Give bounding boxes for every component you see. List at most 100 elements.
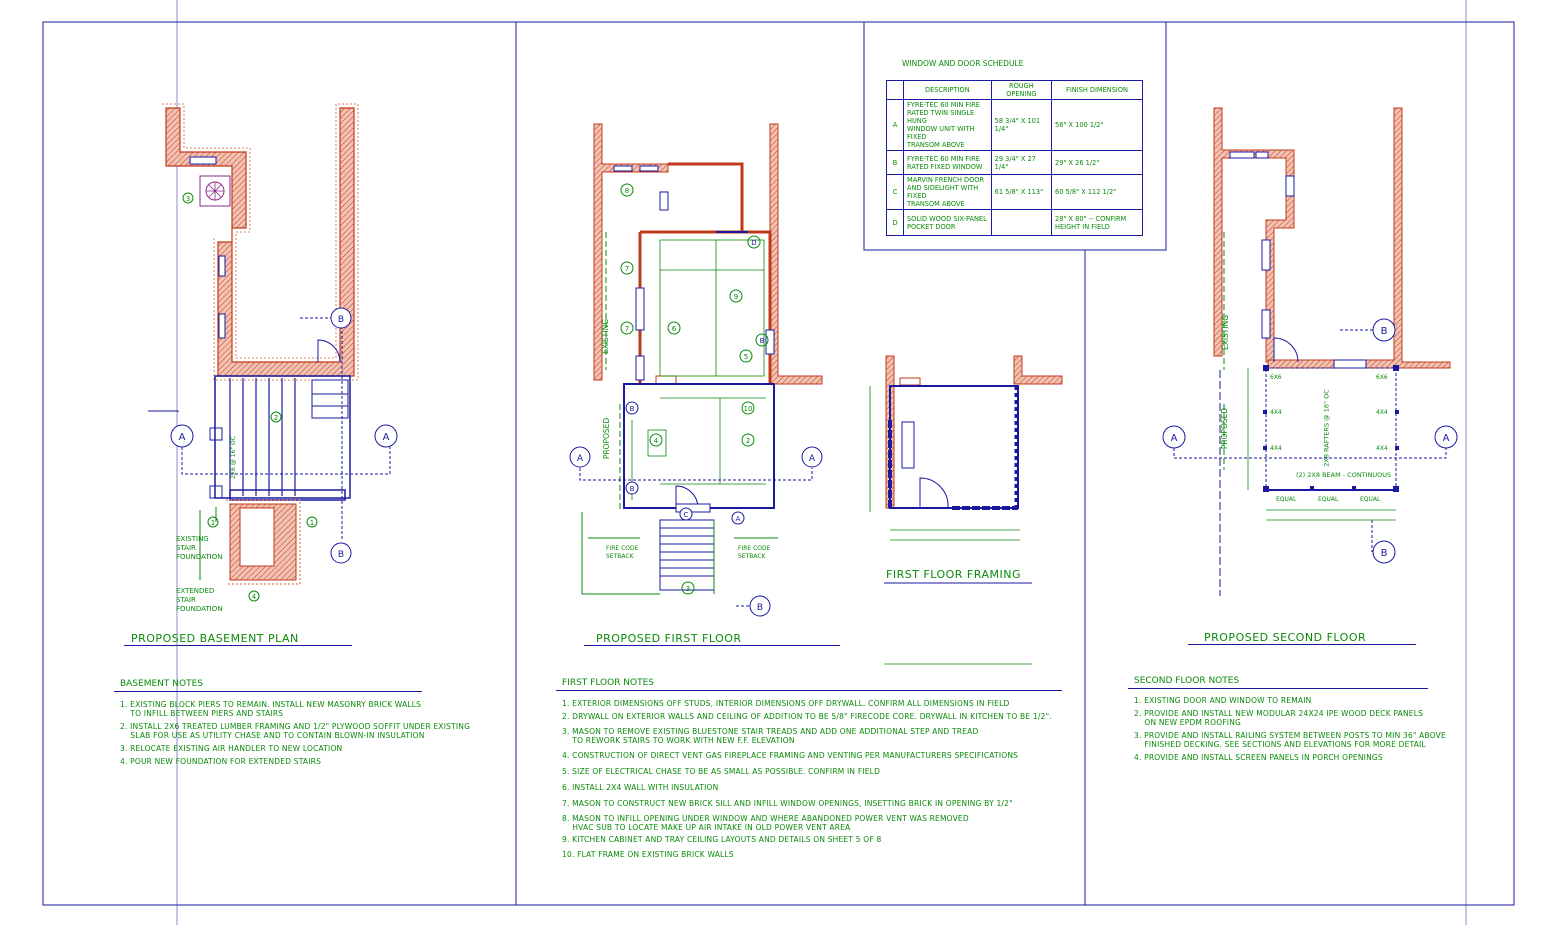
- schedule-header-finish: FINISH DIMENSION: [1051, 80, 1143, 100]
- note-line: TO REWORK STAIRS TO WORK WITH NEW F.F. E…: [562, 736, 795, 745]
- svg-text:C: C: [684, 511, 689, 519]
- first-floor-notes-list: 1. EXTERIOR DIMENSIONS OFF STUDS, INTERI…: [562, 699, 1052, 859]
- note-line: 2. INSTALL 2X6 TREATED LUMBER FRAMING AN…: [120, 722, 471, 731]
- post-label-2: 6X6: [1376, 374, 1388, 381]
- note-line: 3. PROVIDE AND INSTALL RAILING SYSTEM BE…: [1134, 731, 1446, 740]
- basement-notes-list: 1. EXISTING BLOCK PIERS TO REMAIN. INSTA…: [120, 700, 470, 766]
- svg-text:A: A: [1443, 433, 1450, 444]
- svg-text:6: 6: [672, 325, 677, 333]
- basement-title: PROPOSED BASEMENT PLAN: [131, 632, 299, 645]
- note-line: 3. MASON TO REMOVE EXISTING BLUESTONE ST…: [562, 727, 979, 736]
- fire-code-setback-left: FIRE CODE SETBACK: [606, 545, 639, 560]
- note-line: 4. PROVIDE AND INSTALL SCREEN PANELS IN …: [1134, 753, 1383, 762]
- sheet-borders: [42, 0, 1515, 925]
- equal-label-2: EQUAL: [1318, 496, 1339, 503]
- schedule-title: WINDOW AND DOOR SCHEDULE: [902, 59, 1024, 68]
- second-floor-title-underline: [1188, 644, 1416, 645]
- second-floor-wall: [1213, 107, 1295, 363]
- svg-text:B: B: [338, 550, 344, 560]
- schedule-finish: 28" X 80" -- CONFIRM HEIGHT IN FIELD: [1051, 209, 1143, 236]
- post-label-6: 4X4: [1376, 445, 1388, 452]
- beam-label: (2) 2X8 BEAM - CONTINUOUS: [1296, 471, 1392, 479]
- first-floor-notes-title: FIRST FLOOR NOTES: [562, 678, 655, 688]
- second-floor-title: PROPOSED SECOND FLOOR: [1204, 631, 1367, 644]
- basement-title-underline: [124, 645, 352, 646]
- svg-text:A: A: [577, 454, 584, 464]
- note-line: 2. PROVIDE AND INSTALL NEW MODULAR 24X24…: [1134, 709, 1424, 718]
- svg-text:7: 7: [625, 265, 629, 273]
- framing-title: FIRST FLOOR FRAMING: [886, 568, 1021, 581]
- note-line: TO INFILL BETWEEN PIERS AND STAIRS: [120, 709, 284, 718]
- fire-code-setback-right: FIRE CODE SETBACK: [738, 545, 771, 560]
- first-floor-framing: [869, 355, 1063, 665]
- basement-wall: [165, 107, 355, 377]
- svg-text:4: 4: [252, 593, 257, 601]
- post-label-5: 4X4: [1270, 445, 1282, 452]
- svg-text:4: 4: [654, 437, 659, 445]
- note-line: 4. CONSTRUCTION OF DIRECT VENT GAS FIREP…: [562, 751, 1019, 760]
- schedule-header-rough: ROUGH OPENING: [990, 80, 1053, 100]
- svg-text:2: 2: [274, 414, 278, 422]
- svg-text:7: 7: [625, 325, 629, 333]
- svg-text:B: B: [630, 485, 635, 493]
- svg-text:A: A: [809, 454, 816, 464]
- svg-text:3: 3: [686, 585, 690, 593]
- note-line: 6. INSTALL 2X4 WALL WITH INSULATION: [562, 783, 719, 792]
- schedule-finish: 29" X 26 1/2": [1051, 150, 1143, 175]
- note-line: 1. EXTERIOR DIMENSIONS OFF STUDS, INTERI…: [562, 699, 1010, 708]
- schedule-rough: 58 3/4" X 101 1/4": [990, 99, 1053, 151]
- post-label-3: 4X4: [1270, 409, 1282, 416]
- schedule-header-row: DESCRIPTION ROUGH OPENING FINISH DIMENSI…: [886, 80, 1143, 100]
- basement-stair-label-2: EXTENDED STAIR FOUNDATION: [176, 587, 223, 613]
- note-line: 4. POUR NEW FOUNDATION FOR EXTENDED STAI…: [120, 757, 322, 766]
- note-line: 2. DRYWALL ON EXTERIOR WALLS AND CEILING…: [562, 712, 1052, 721]
- post-label-4: 4X4: [1376, 409, 1388, 416]
- note-line: 10. FLAT FRAME ON EXISTING BRICK WALLS: [562, 850, 734, 859]
- first-floor-existing-label: EXISTING: [601, 318, 611, 355]
- schedule-finish: 56" X 100 1/2": [1051, 99, 1143, 151]
- note-line: HVAC SUB TO LOCATE MAKE UP AIR INTAKE IN…: [562, 823, 851, 832]
- schedule-key: A: [886, 99, 904, 151]
- post-label-1: 6X6: [1270, 374, 1282, 381]
- svg-text:A: A: [1171, 433, 1178, 444]
- second-floor-notes-underline: [1128, 688, 1428, 689]
- basement-stair-label-1: EXISTING STAIR FOUNDATION: [176, 535, 223, 561]
- note-line: 1. EXISTING DOOR AND WINDOW TO REMAIN: [1134, 696, 1312, 705]
- svg-text:B: B: [630, 405, 635, 413]
- second-floor-notes-title: SECOND FLOOR NOTES: [1134, 676, 1240, 686]
- svg-text:10: 10: [744, 405, 753, 413]
- svg-text:8: 8: [625, 187, 629, 195]
- first-floor-title: PROPOSED FIRST FLOOR: [596, 632, 742, 645]
- basement-plan: A A B B 3 1 1 4 2: [148, 103, 398, 602]
- note-line: 7. MASON TO CONSTRUCT NEW BRICK SILL AND…: [562, 799, 1013, 808]
- note-line: 3. RELOCATE EXISTING AIR HANDLER TO NEW …: [120, 744, 343, 753]
- note-line: 8. MASON TO INFILL OPENING UNDER WINDOW …: [562, 814, 969, 823]
- svg-text:1: 1: [310, 519, 314, 527]
- schedule-key: B: [886, 150, 904, 175]
- note-line: 1. EXISTING BLOCK PIERS TO REMAIN. INSTA…: [120, 700, 422, 709]
- basement-notes-underline: [114, 691, 422, 692]
- second-floor-existing-label: EXISTING: [1221, 314, 1231, 351]
- note-line: 5. SIZE OF ELECTRICAL CHASE TO BE AS SMA…: [562, 767, 881, 776]
- note-line: FINISHED DECKING. SEE SECTIONS AND ELEVA…: [1134, 740, 1426, 749]
- svg-text:A: A: [179, 432, 186, 443]
- svg-text:2: 2: [746, 437, 750, 445]
- schedule-key: C: [886, 174, 904, 210]
- schedule-rough: 61 5/8" X 113": [990, 174, 1053, 210]
- first-floor-proposed-label: PROPOSED: [602, 417, 612, 460]
- svg-text:3: 3: [186, 195, 190, 203]
- schedule-key: D: [886, 209, 904, 236]
- svg-text:B: B: [338, 315, 344, 325]
- schedule-header-description: DESCRIPTION: [903, 80, 992, 100]
- note-line: 9. KITCHEN CABINET AND TRAY CEILING LAYO…: [562, 835, 882, 844]
- svg-text:A: A: [383, 432, 390, 443]
- schedule-rough: [990, 209, 1053, 236]
